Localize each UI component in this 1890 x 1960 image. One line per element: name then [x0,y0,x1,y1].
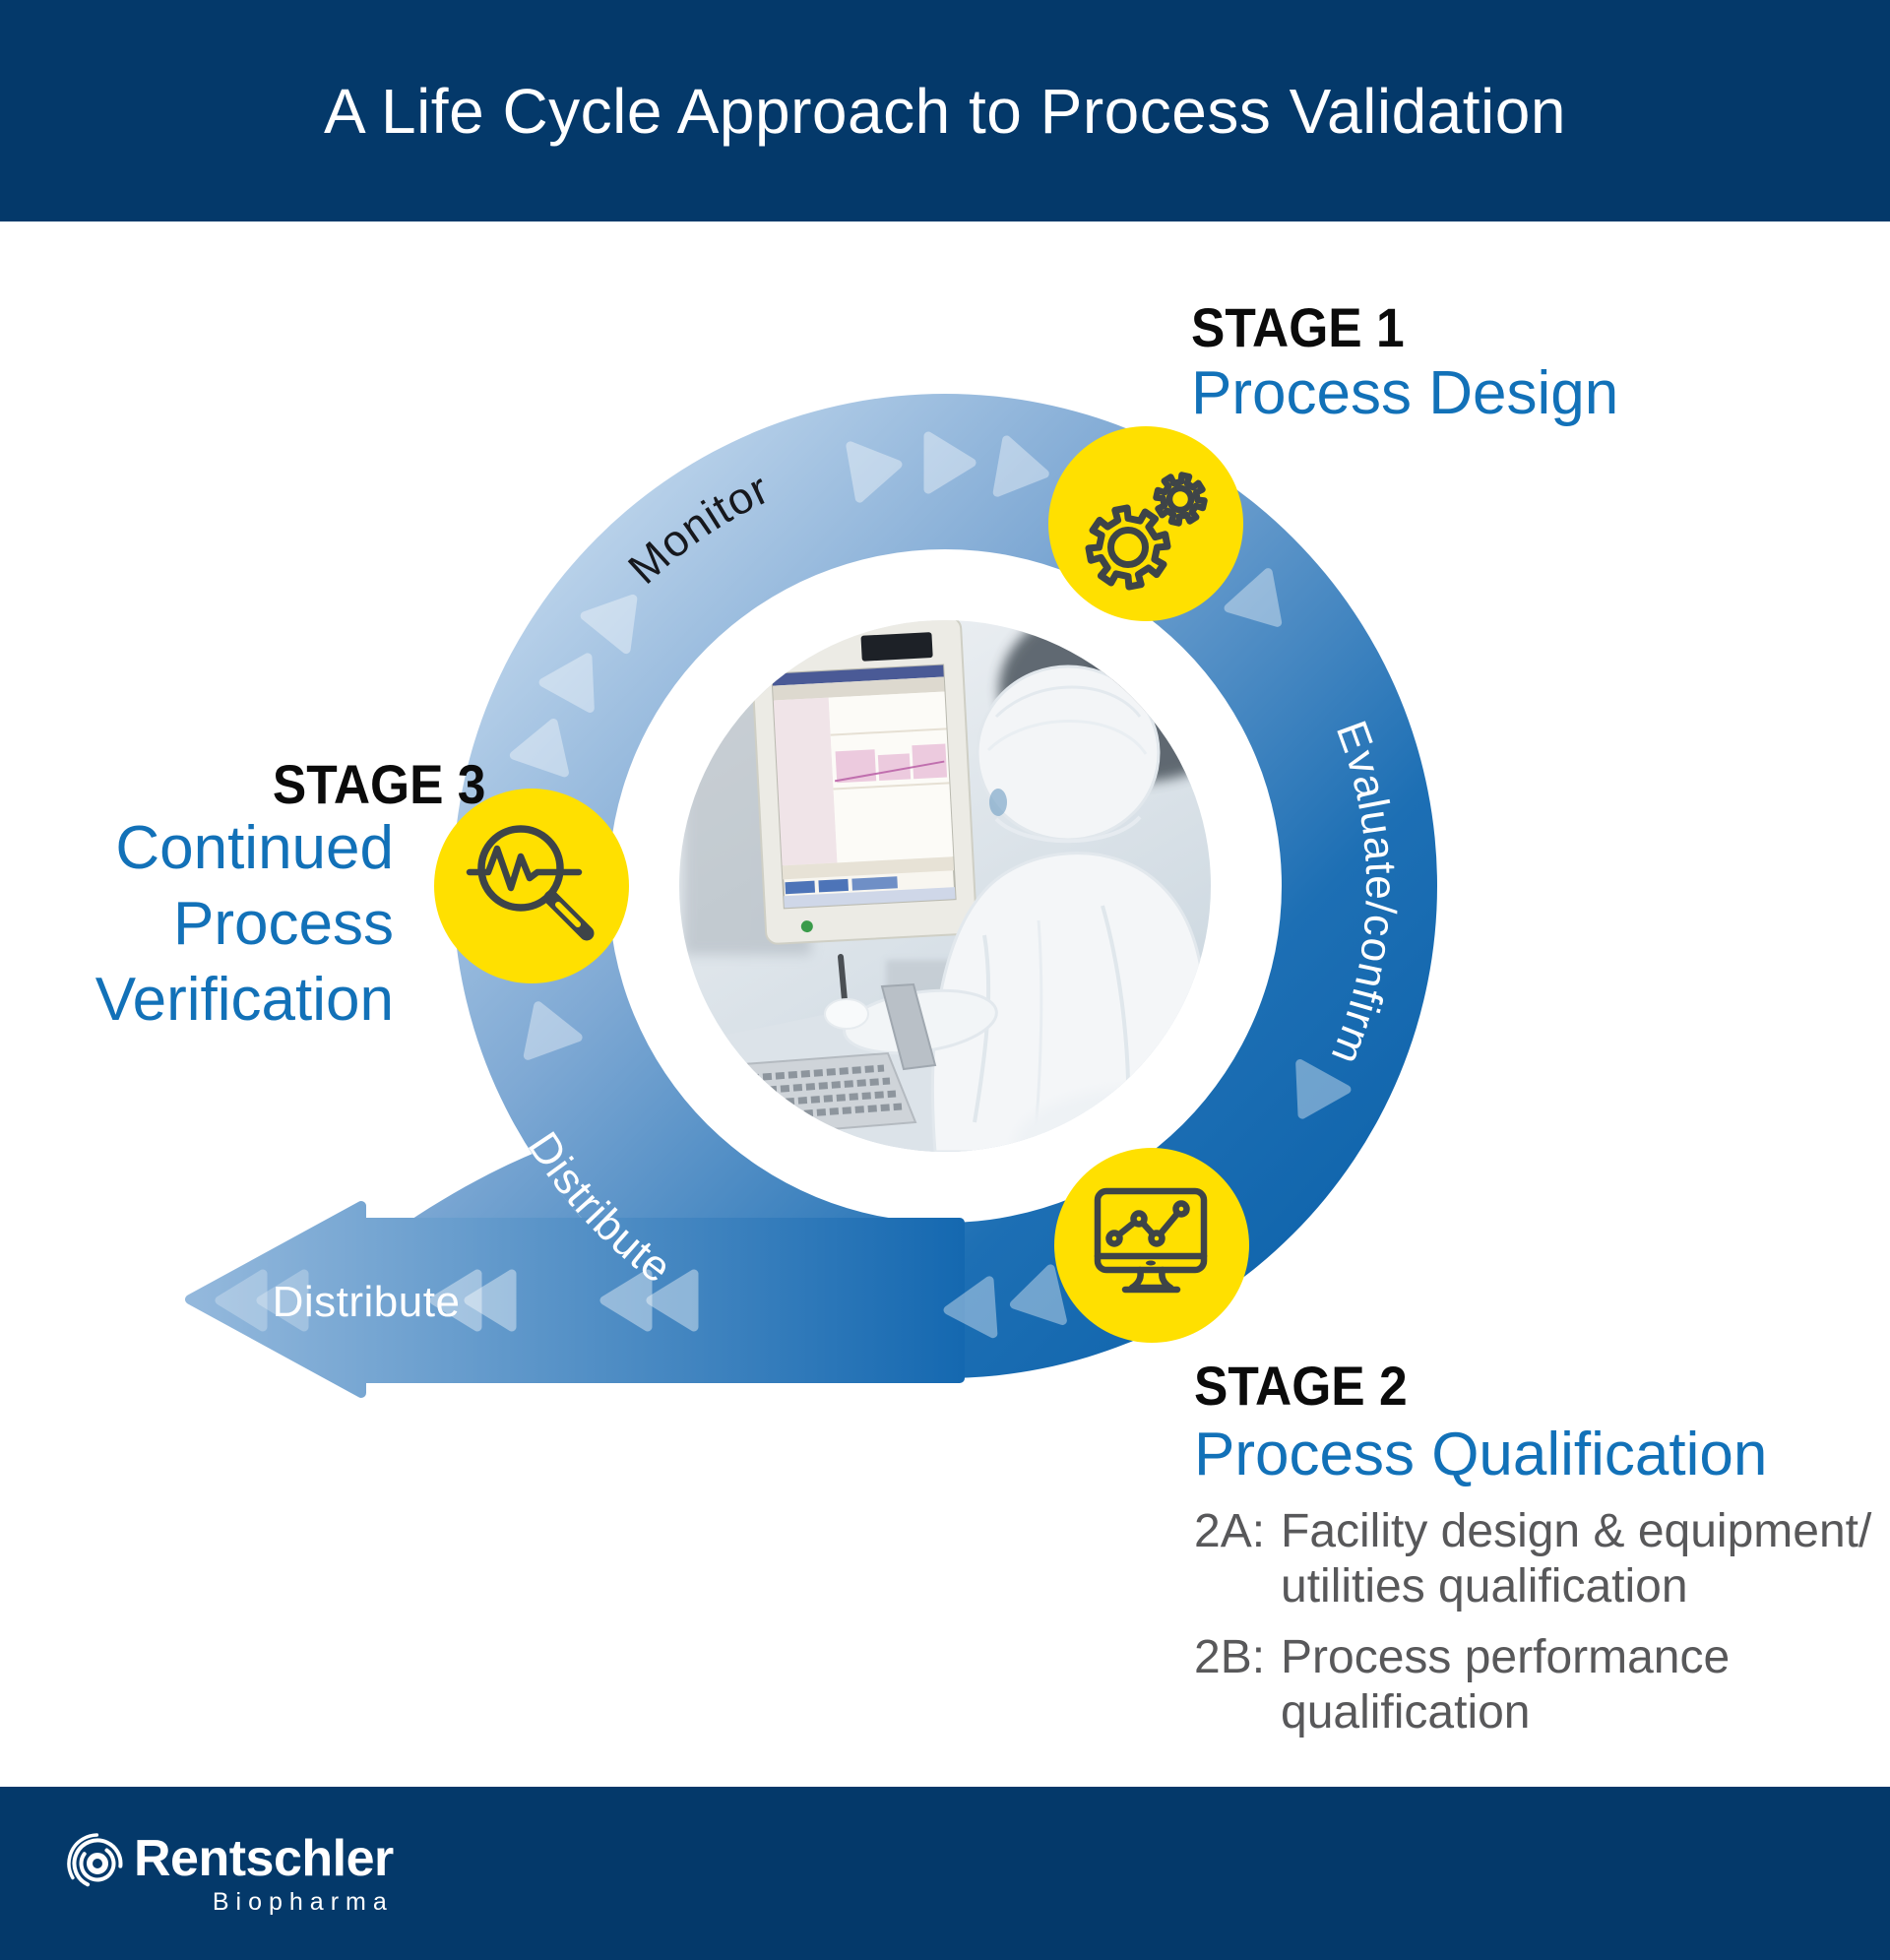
stage2-items: 2A: Facility design & equipment/ utiliti… [1194,1504,1871,1757]
ring-arrow-merge [407,1154,586,1223]
stage1-label: STAGE 1 [1191,296,1405,358]
stage2-item-key: 2B: [1194,1631,1266,1684]
distribute-arrow [185,1201,965,1398]
header-bar: A Life Cycle Approach to Process Validat… [0,0,1890,221]
stage2-item-line: qualification [1281,1686,1531,1739]
stage3-title-line: Verification [94,965,394,1034]
chevron-arrow-icon [1295,1059,1352,1119]
cycle-ring [453,394,1437,1378]
footer-bar [0,1787,1890,1960]
stage2-item-line: utilities qualification [1281,1560,1688,1613]
stage2-item-2b: 2B: Process performance qualification [1194,1630,1871,1740]
chevron-arrow-icon [599,1269,653,1332]
chevron-arrow-icon [523,1001,583,1060]
stage3-label: STAGE 3 [272,753,486,815]
chevron-arrow-icon [943,1276,998,1339]
chevron-arrow-icon [1224,568,1283,627]
page-title: A Life Cycle Approach to Process Validat… [324,75,1566,147]
chevron-arrow-icon [1009,1264,1067,1325]
cleanroom-operator [824,664,1211,1152]
stage2-title: Process Qualification [1194,1421,1768,1488]
direction-chevrons [215,431,1352,1339]
monitor-chart-icon [1094,1187,1208,1294]
stage3-title: Continued Process Verification [39,811,394,1039]
workstation-monitor [749,620,977,945]
chevron-arrow-icon [429,1269,482,1332]
chevron-arrow-icon [846,441,903,503]
stage2-item-2a: 2A: Facility design & equipment/ utiliti… [1194,1504,1871,1614]
chevron-arrow-icon [464,1269,517,1332]
stage2-item-line: Facility design & equipment/ [1281,1505,1872,1557]
chevron-arrow-icon [215,1269,268,1332]
gears-icon [1085,472,1208,591]
stage3-title-line: Process [173,889,394,958]
stage2-item-line: Process performance [1281,1631,1731,1684]
rentschler-spiral-icon [67,1833,128,1894]
stage3-badge [434,789,629,983]
chevron-arrow-icon [256,1269,309,1332]
stage2-label: STAGE 2 [1194,1355,1408,1417]
stage1-title: Process Design [1191,359,1619,427]
chevron-arrow-icon [538,653,595,713]
chevron-arrow-icon [580,594,638,655]
stage3-title-line: Continued [115,814,394,882]
chevron-arrow-icon [646,1269,699,1332]
brand-division: Biopharma [212,1888,394,1916]
brand-name: Rentschler [134,1830,394,1887]
magnifier-pulse-icon [466,825,595,941]
stage2-item-key: 2A: [1194,1505,1266,1557]
rentschler-logo: Rentschler Biopharma [67,1833,394,1915]
cleanroom-photo [679,620,1211,1152]
stage2-badge [1054,1148,1249,1343]
chevron-arrow-icon [509,718,569,778]
distribute-arrow-label: Distribute [273,1278,461,1326]
stage2-item-text: Facility design & equipment/ utilities q… [1281,1504,1871,1614]
chevron-arrow-icon [992,435,1049,497]
stage1-badge [1048,426,1243,621]
chevron-arrow-icon [923,431,976,494]
stage2-item-text: Process performance qualification [1281,1630,1730,1740]
